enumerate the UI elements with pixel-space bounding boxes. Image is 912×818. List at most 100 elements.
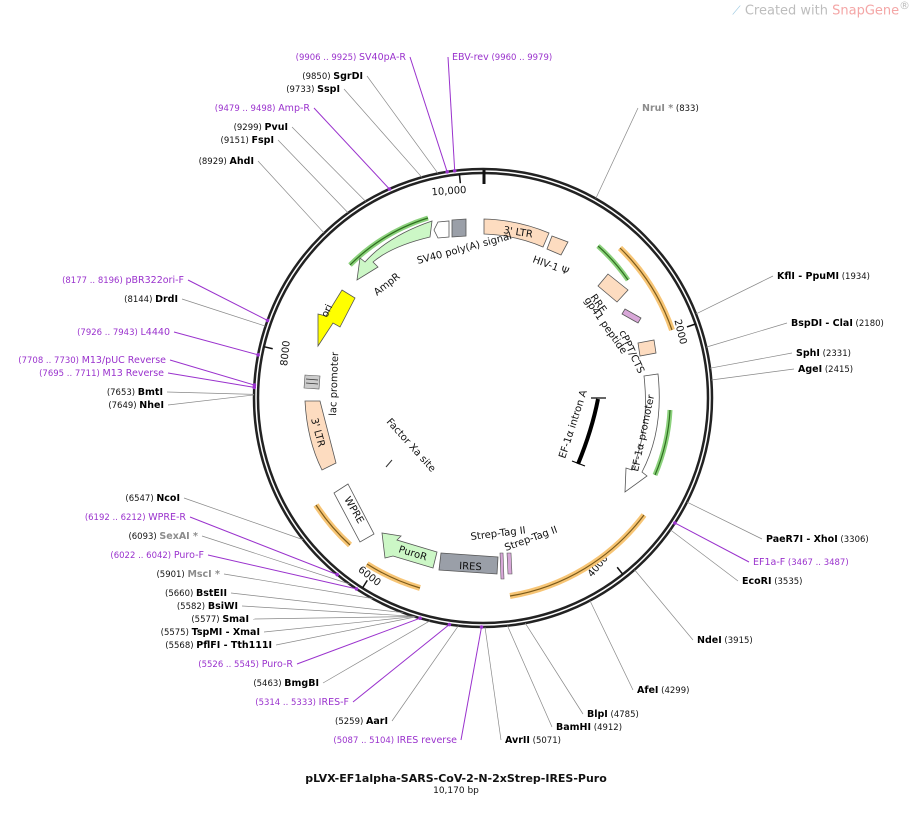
- site-name: Puro-R: [262, 659, 294, 670]
- site-name: M13 Reverse: [103, 368, 165, 379]
- primer-marker-ef1a-f: [673, 521, 677, 525]
- tick-mark: [263, 345, 273, 350]
- site-name: BspDI - ClaI: [791, 318, 853, 329]
- site-label-bmti: (7653) BmtI: [107, 387, 163, 398]
- site-range: (5568): [165, 641, 196, 651]
- primer-marker-pbr322ori-f: [265, 318, 270, 323]
- orf-arc-line: [366, 563, 421, 589]
- site-name: SphI: [796, 348, 820, 359]
- site-label-puro-r: (5526 .. 5545) Puro-R: [198, 659, 293, 670]
- site-label-ecori: EcoRI (3535): [742, 576, 802, 587]
- site-line-ef1a-f: [674, 522, 750, 563]
- site-name: BamHI: [556, 722, 591, 733]
- site-name: BmgBI: [284, 678, 319, 689]
- site-line-pflfi: [275, 616, 416, 646]
- feature-3ltr-lower: [304, 400, 337, 471]
- orf-arc-line: [315, 504, 351, 546]
- site-line-ires-f: [352, 624, 450, 703]
- tick-mark: [458, 174, 462, 184]
- site-label-afei: AfeI (4299): [637, 685, 689, 696]
- label-factorxa: Factor Xa site: [384, 417, 438, 475]
- feature-sv40-small: [433, 220, 450, 239]
- site-range: (3467 .. 3487): [785, 558, 848, 568]
- site-range: (8144): [124, 295, 155, 305]
- site-range: (4912): [591, 723, 622, 733]
- watermark-mark: ®: [899, 0, 910, 12]
- site-range: (9906 .. 9925): [296, 53, 359, 63]
- site-name: SmaI: [222, 614, 249, 625]
- feature-strep1: [499, 552, 505, 580]
- site-label-amp-r: (9479 .. 9498) Amp-R: [215, 103, 311, 114]
- orf-arc-line: [619, 247, 673, 331]
- site-line-ncoi: [183, 497, 304, 541]
- site-line-paer7i: [686, 501, 763, 540]
- site-range: (5526 .. 5545): [198, 660, 261, 670]
- site-range: (6192 .. 6212): [85, 513, 148, 523]
- site-label-m13-rev: (7695 .. 7711) M13 Reverse: [39, 368, 164, 379]
- site-range: (5582): [177, 602, 208, 612]
- tick-label: 2000: [671, 318, 688, 345]
- site-range: (2331): [820, 349, 851, 359]
- features: [303, 218, 660, 580]
- site-name: AfeI: [637, 685, 658, 696]
- site-range: (3306): [838, 535, 869, 545]
- site-line-bspdi: [706, 322, 788, 348]
- site-name: IRES reverse: [397, 735, 457, 746]
- feature-lac-stripe: [305, 378, 319, 381]
- site-range: (9733): [286, 85, 317, 95]
- site-line-bsteii: [230, 592, 404, 614]
- site-line-ecori: [670, 529, 739, 582]
- site-name: BmtI: [138, 387, 163, 398]
- site-line-nhei: [167, 394, 255, 406]
- feature-ef1a-promoter: [624, 373, 660, 493]
- label-ires: IRES: [459, 561, 482, 573]
- site-range: (1934): [839, 272, 870, 282]
- site-range: (3915): [722, 636, 753, 646]
- site-line-pbr322ori-f: [187, 279, 268, 321]
- site-name: BstEII: [196, 588, 227, 599]
- feature-rre: [597, 273, 629, 303]
- site-range: (7926 .. 7943): [77, 328, 140, 338]
- snapgene-logo-icon: ⟋: [732, 3, 741, 18]
- site-range: (5087 .. 5104): [333, 736, 396, 746]
- site-line-bsiwi: [241, 605, 414, 617]
- green-orf-arcs: [348, 215, 673, 476]
- site-label-tspmi: (5575) TspMI - XmaI: [161, 627, 260, 638]
- site-label-m13puc-rev: (7708 .. 7730) M13/pUC Reverse: [18, 355, 166, 366]
- tick-label: 8000: [279, 340, 293, 366]
- site-label-sphi: SphI (2331): [796, 348, 851, 359]
- site-name: WPRE-R: [148, 512, 186, 523]
- site-name: DrdI: [155, 294, 178, 305]
- site-name: Amp-R: [278, 103, 310, 114]
- site-line-l4440: [173, 331, 259, 356]
- plasmid-size: 10,170 bp: [433, 786, 479, 796]
- primer-marker-puro-f: [354, 587, 359, 591]
- feature-lac: [303, 374, 321, 390]
- site-name: BsiWI: [208, 601, 238, 612]
- site-line-smai: [252, 616, 415, 620]
- site-range: (7708 .. 7730): [18, 356, 81, 366]
- site-name: KflI - PpuMI: [777, 271, 839, 282]
- feature-3ltr-upper: [483, 218, 550, 248]
- site-label-ires-f: (5314 .. 5333) IRES-F: [255, 697, 349, 708]
- site-line-sv40pa-r: [409, 56, 448, 172]
- site-label-kfli: KflI - PpuMI (1934): [777, 271, 870, 282]
- site-line-afei: [589, 600, 634, 691]
- site-line-msci: [223, 573, 373, 599]
- site-range: (4785): [608, 710, 639, 720]
- orf-arc-green-line: [597, 245, 629, 281]
- site-line-ires-reverse: [460, 626, 483, 741]
- site-range: (4299): [658, 686, 689, 696]
- site-line-avrii: [484, 626, 502, 741]
- site-label-ebv-rev: EBV-rev (9960 .. 9979): [452, 52, 552, 63]
- primer-marker-l4440: [256, 353, 260, 357]
- site-range: (2180): [853, 319, 884, 329]
- site-name: NruI *: [642, 103, 673, 114]
- feature-ef1a-intron: [576, 398, 600, 465]
- site-name: FspI: [252, 135, 274, 146]
- site-line-agei: [711, 368, 795, 381]
- site-name: SspI: [317, 84, 340, 95]
- label-ampr: AmpR: [372, 271, 402, 298]
- site-name: EcoRI: [742, 576, 772, 587]
- feature-factorxa: [385, 459, 393, 468]
